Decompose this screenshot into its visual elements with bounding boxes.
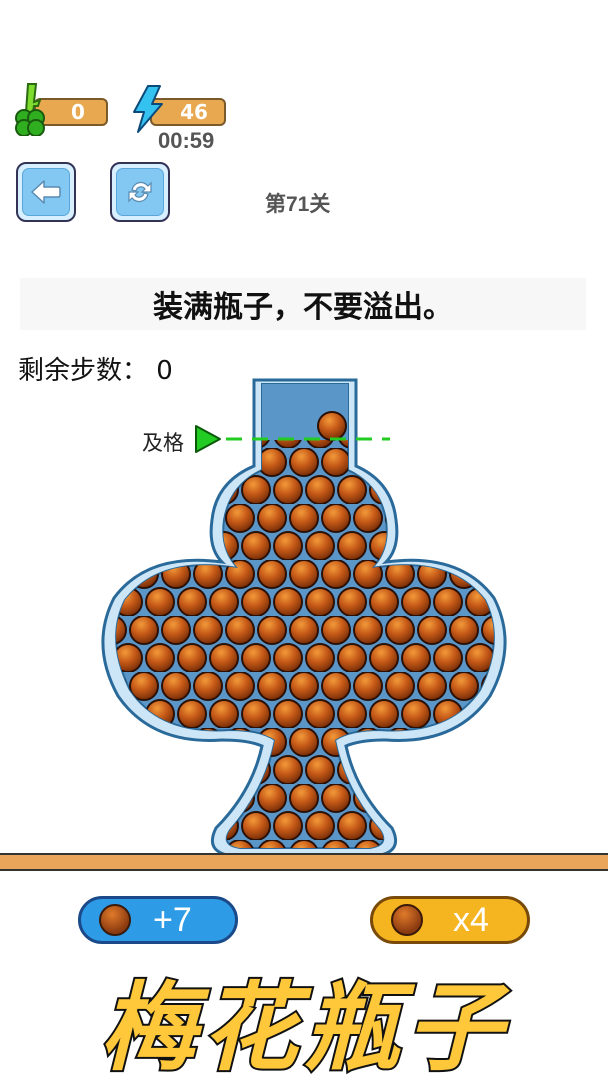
energy-count: 46	[180, 100, 208, 124]
keys-count: 0	[71, 100, 85, 124]
instruction-bar: 装满瓶子，不要溢出。	[20, 278, 586, 330]
add-balls-button[interactable]: +7	[78, 896, 238, 944]
add-balls-label: +7	[153, 900, 192, 939]
steps-value: 0	[156, 356, 173, 386]
pass-marker-icon	[195, 425, 221, 453]
club-bottle	[101, 378, 507, 858]
steps-label: 剩余步数：	[18, 356, 149, 386]
pass-line-label: 及格	[142, 431, 184, 455]
ball-icon	[99, 904, 131, 936]
remaining-steps: 剩余步数： 0	[18, 350, 173, 387]
lightning-icon	[133, 85, 163, 133]
multiply-balls-button[interactable]: x4	[370, 896, 530, 944]
banner-title: 梅花瓶子	[98, 970, 508, 1086]
ball-icon	[391, 904, 423, 936]
wooden-shelf	[0, 853, 608, 871]
countdown-timer: 00:59	[158, 128, 215, 153]
keys-plank: 0	[34, 98, 108, 126]
keys-counter: 0	[12, 82, 108, 136]
refresh-icon	[128, 181, 152, 203]
energy-plank: 46	[150, 98, 226, 126]
arrow-left-icon	[31, 180, 61, 204]
clover-key-icon	[15, 83, 45, 136]
instruction-text: 装满瓶子，不要溢出。	[153, 290, 453, 325]
energy-counter: 46	[130, 82, 230, 134]
multiply-balls-label: x4	[453, 900, 489, 939]
back-button[interactable]	[16, 162, 76, 222]
restart-button[interactable]	[110, 162, 170, 222]
level-label: 第71关	[265, 193, 331, 216]
